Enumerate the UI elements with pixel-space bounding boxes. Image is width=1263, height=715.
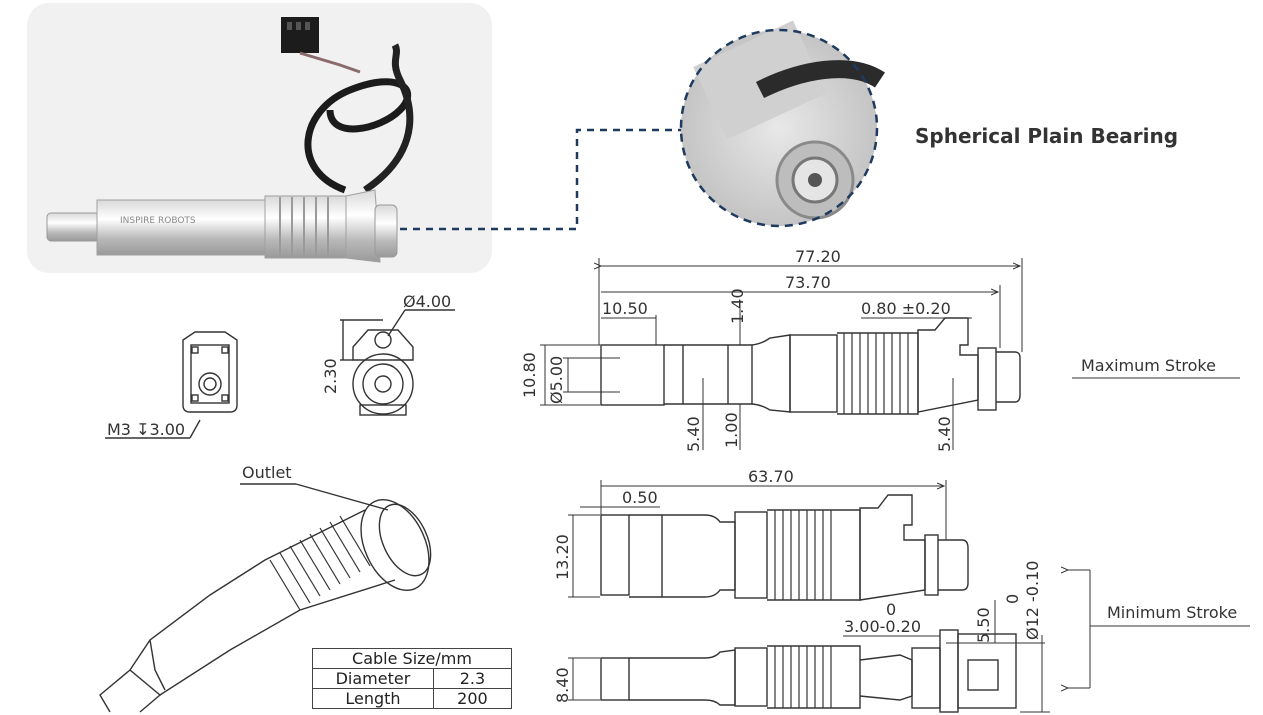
end-view-left [105, 331, 238, 439]
dim-2-30: 2.30 [321, 358, 340, 394]
end-view-right [340, 309, 455, 416]
dim-lines-max [540, 258, 1240, 450]
dim-5-50: 5.50 [974, 607, 993, 643]
dim-phi12: Ø12 -0.10 [1023, 560, 1042, 640]
cable-row-name: Length [312, 688, 434, 709]
label-outlet: Outlet [242, 463, 292, 482]
dim-5-40-right: 5.40 [935, 416, 954, 452]
dim-1-00: 1.00 [722, 412, 741, 448]
bearing-zoom [679, 20, 885, 228]
cable-table-header: Cable Size/mm [312, 648, 512, 669]
cable-row-value: 2.3 [432, 668, 513, 689]
side-view-min-stroke [600, 494, 1017, 713]
dim-1-40: 1.40 [728, 288, 747, 324]
isometric-view [99, 483, 432, 713]
dim-tol-upper: 0 [886, 600, 897, 619]
dim-5-00: Ø5.00 [547, 355, 566, 404]
label-min-stroke: Minimum Stroke [1107, 603, 1238, 622]
dim-phi-4-00: Ø4.00 [403, 292, 452, 311]
dim-10-50: 10.50 [602, 299, 648, 318]
dim-3-00: 3.00-0.20 [844, 617, 922, 636]
dim-77-20: 77.20 [795, 247, 841, 266]
dim-5-40-left: 5.40 [684, 416, 703, 452]
cable-size-table: Cable Size/mm Diameter 2.3 Length 200 [312, 648, 513, 709]
dim-0-50: 0.50 [622, 488, 658, 507]
photo-brand-text: INSPIRE ROBOTS [120, 216, 196, 226]
dim-63-70: 63.70 [748, 467, 794, 486]
table-row: Diameter 2.3 [312, 668, 513, 689]
side-view-max-stroke [600, 317, 1021, 415]
dim-13-20: 13.20 [553, 534, 572, 580]
callout-title: Spherical Plain Bearing [915, 124, 1179, 148]
table-row: Cable Size/mm [312, 648, 512, 669]
callout-leader [400, 128, 690, 231]
dim-8-40: 8.40 [553, 667, 572, 703]
dim-lines-min [568, 480, 1250, 713]
label-max-stroke: Maximum Stroke [1081, 356, 1216, 375]
cable-row-name: Diameter [312, 668, 434, 689]
dim-phi12-upper: 0 [1003, 593, 1022, 604]
dim-73-70: 73.70 [785, 273, 831, 292]
dim-0-80: 0.80 ±0.20 [861, 299, 951, 318]
cable-row-value: 200 [432, 688, 513, 709]
dim-m3-thread: M3 ↧3.00 [107, 420, 186, 439]
actuator-photo [46, 17, 414, 263]
dim-10-80: 10.80 [520, 352, 539, 398]
table-row: Length 200 [312, 688, 513, 709]
